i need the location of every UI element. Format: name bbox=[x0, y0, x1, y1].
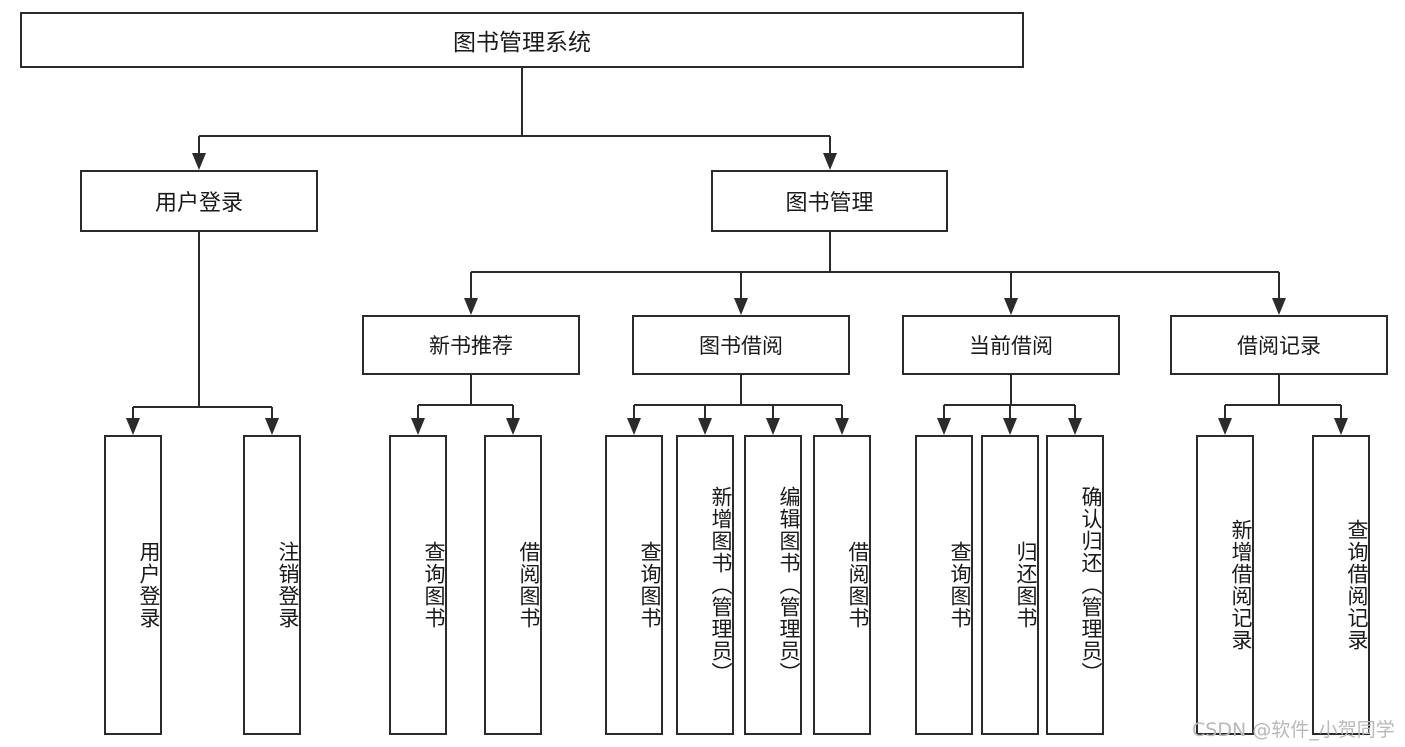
root-arrowhead-0 bbox=[192, 153, 206, 170]
new-book-recommend-arrowhead-0 bbox=[411, 418, 425, 435]
node-label: 新书推荐 bbox=[429, 334, 513, 358]
node-label: 当前借阅 bbox=[969, 334, 1053, 358]
node-book-manage[interactable]: 图书管理 bbox=[711, 170, 948, 232]
node-new-book-recommend[interactable]: 新书推荐 bbox=[362, 315, 580, 375]
node-root-undefined[interactable]: 图书管理系统 bbox=[20, 12, 1024, 68]
book-manage-bus bbox=[471, 271, 1279, 273]
book-borrow-arrowhead-0 bbox=[627, 418, 641, 435]
user-login-drop-1 bbox=[271, 407, 273, 418]
root-arrowhead-1 bbox=[822, 153, 837, 170]
user-login-drop-0 bbox=[132, 407, 134, 418]
new-book-recommend-drop-1 bbox=[512, 405, 514, 418]
node-leaf-add-record[interactable]: 新增借阅记录 bbox=[1196, 435, 1254, 735]
current-borrow-drop-2 bbox=[1074, 405, 1076, 418]
book-manage-drop-0 bbox=[470, 272, 472, 298]
current-borrow-arrowhead-0 bbox=[937, 418, 951, 435]
book-manage-arrowhead-1 bbox=[734, 298, 748, 315]
book-borrow-drop-1 bbox=[704, 405, 706, 418]
root-bus bbox=[199, 135, 830, 137]
node-label: 借阅图书 bbox=[846, 541, 870, 629]
new-book-recommend-bus bbox=[418, 404, 513, 406]
root-trunk bbox=[521, 68, 523, 136]
node-label: 确认归还（管理员） bbox=[1079, 486, 1103, 684]
user-login-arrowhead-1 bbox=[265, 418, 279, 435]
node-label: 归还图书 bbox=[1014, 541, 1038, 629]
book-manage-drop-3 bbox=[1278, 272, 1280, 298]
book-manage-drop-2 bbox=[1010, 272, 1012, 298]
borrow-record-drop-1 bbox=[1340, 405, 1342, 418]
user-login-bus bbox=[133, 406, 272, 408]
root-drop-0 bbox=[198, 136, 200, 153]
node-label: 查询图书 bbox=[638, 541, 662, 629]
node-label: 注销登录 bbox=[276, 541, 300, 629]
borrow-record-bus bbox=[1225, 404, 1341, 406]
book-borrow-trunk bbox=[740, 375, 742, 405]
node-root-label: 图书管理系统 bbox=[453, 30, 591, 56]
book-manage-arrowhead-0 bbox=[464, 298, 478, 315]
node-label: 借阅图书 bbox=[517, 541, 541, 629]
book-borrow-drop-2 bbox=[772, 405, 774, 418]
node-label: 查询图书 bbox=[422, 541, 446, 629]
node-label: 用户登录 bbox=[137, 541, 161, 629]
book-borrow-bus bbox=[634, 404, 842, 406]
node-label: 新增图书（管理员） bbox=[709, 486, 733, 684]
current-borrow-drop-0 bbox=[943, 405, 945, 418]
borrow-record-trunk bbox=[1278, 375, 1280, 405]
node-leaf-user-login[interactable]: 用户登录 bbox=[104, 435, 162, 735]
node-leaf-query-book-2[interactable]: 查询图书 bbox=[605, 435, 663, 735]
node-label: 用户登录 bbox=[154, 191, 243, 216]
node-leaf-query-book-1[interactable]: 查询图书 bbox=[389, 435, 447, 735]
node-label: 查询图书 bbox=[948, 541, 972, 629]
current-borrow-arrowhead-2 bbox=[1068, 418, 1082, 435]
new-book-recommend-drop-0 bbox=[417, 405, 419, 418]
node-leaf-add-book[interactable]: 新增图书（管理员） bbox=[676, 435, 734, 735]
book-borrow-arrowhead-3 bbox=[835, 418, 849, 435]
current-borrow-drop-1 bbox=[1009, 405, 1011, 418]
node-label: 借阅记录 bbox=[1237, 334, 1321, 358]
book-borrow-arrowhead-1 bbox=[698, 418, 712, 435]
node-user-login[interactable]: 用户登录 bbox=[80, 170, 318, 232]
node-label: 查询借阅记录 bbox=[1345, 519, 1369, 651]
node-label: 编辑图书（管理员） bbox=[777, 486, 801, 684]
user-login-trunk bbox=[198, 232, 200, 407]
node-leaf-borrow-book-1[interactable]: 借阅图书 bbox=[484, 435, 542, 735]
node-borrow-record[interactable]: 借阅记录 bbox=[1170, 315, 1388, 375]
node-leaf-query-record[interactable]: 查询借阅记录 bbox=[1312, 435, 1370, 735]
node-leaf-return-book[interactable]: 归还图书 bbox=[981, 435, 1039, 735]
node-current-borrow[interactable]: 当前借阅 bbox=[902, 315, 1120, 375]
borrow-record-arrowhead-0 bbox=[1218, 418, 1232, 435]
node-label: 图书管理 bbox=[785, 191, 874, 216]
root-drop-1 bbox=[828, 136, 831, 153]
node-leaf-edit-book[interactable]: 编辑图书（管理员） bbox=[744, 435, 802, 735]
book-borrow-drop-0 bbox=[633, 405, 635, 418]
user-login-arrowhead-0 bbox=[126, 418, 140, 435]
book-manage-arrowhead-2 bbox=[1004, 298, 1018, 315]
current-borrow-arrowhead-1 bbox=[1003, 418, 1017, 435]
book-borrow-arrowhead-2 bbox=[766, 418, 780, 435]
node-leaf-borrow-book-2[interactable]: 借阅图书 bbox=[813, 435, 871, 735]
new-book-recommend-trunk bbox=[470, 375, 472, 405]
book-manage-trunk bbox=[828, 232, 831, 272]
new-book-recommend-arrowhead-1 bbox=[506, 418, 520, 435]
node-book-borrow[interactable]: 图书借阅 bbox=[632, 315, 850, 375]
node-leaf-query-book-3[interactable]: 查询图书 bbox=[915, 435, 973, 735]
borrow-record-drop-0 bbox=[1224, 405, 1226, 418]
node-label: 图书借阅 bbox=[699, 334, 783, 358]
book-borrow-drop-3 bbox=[841, 405, 843, 418]
node-leaf-user-logout[interactable]: 注销登录 bbox=[243, 435, 301, 735]
borrow-record-arrowhead-1 bbox=[1334, 418, 1348, 435]
node-leaf-confirm-return[interactable]: 确认归还（管理员） bbox=[1046, 435, 1104, 735]
node-label: 新增借阅记录 bbox=[1229, 519, 1253, 651]
book-manage-arrowhead-3 bbox=[1272, 298, 1286, 315]
book-manage-drop-1 bbox=[740, 272, 742, 298]
current-borrow-trunk bbox=[1010, 375, 1012, 405]
